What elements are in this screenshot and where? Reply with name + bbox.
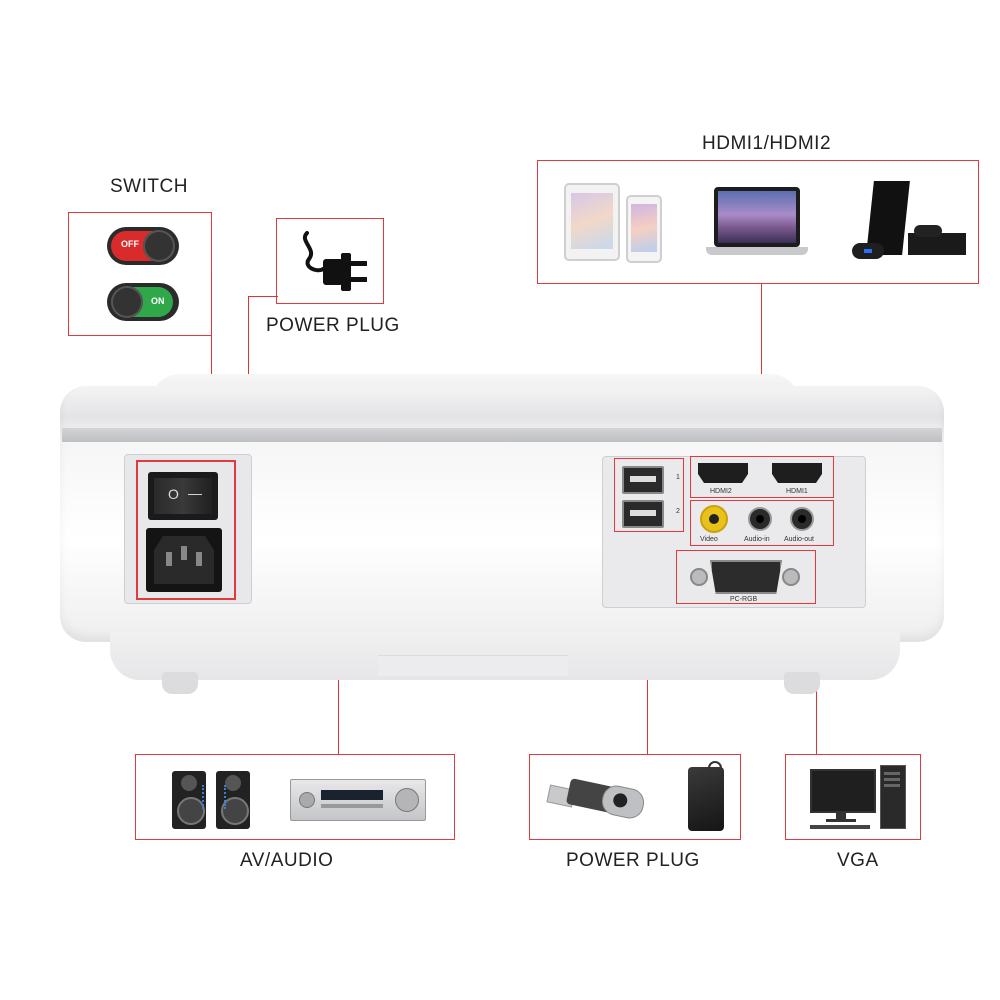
laptop-icon bbox=[706, 187, 808, 257]
hdmi-box bbox=[537, 160, 979, 284]
right-foot bbox=[784, 672, 820, 694]
power-plug-bottom-label: POWER PLUG bbox=[566, 850, 700, 871]
speakers-icon bbox=[172, 767, 256, 831]
usb-highlight bbox=[614, 458, 684, 532]
portable-drive-icon bbox=[688, 761, 724, 831]
switch-box: OFF ON bbox=[68, 212, 212, 336]
left-foot bbox=[162, 672, 198, 694]
pc-tower-icon bbox=[880, 765, 906, 829]
video-port-label: Video bbox=[700, 536, 718, 543]
phone-icon bbox=[626, 195, 662, 263]
power-plug-connector-line bbox=[248, 296, 278, 297]
switch-off-text: OFF bbox=[121, 239, 139, 249]
av-audio-label: AV/AUDIO bbox=[240, 850, 334, 871]
vga-label: VGA bbox=[837, 850, 879, 871]
usb-port-1-number: 1 bbox=[676, 474, 680, 481]
audio-out-port-label: Audio-out bbox=[784, 536, 814, 543]
projector-base-recess bbox=[378, 655, 568, 676]
hdmi2-port bbox=[698, 463, 748, 483]
tablet-icon bbox=[564, 183, 620, 261]
switch-on-toggle: ON bbox=[107, 283, 179, 321]
monitor-icon bbox=[810, 769, 876, 829]
usb-port-1 bbox=[622, 466, 664, 494]
vga-port bbox=[690, 560, 800, 594]
av-ports-highlight bbox=[690, 500, 834, 546]
power-plug-icon bbox=[303, 231, 367, 291]
projector-top-edge bbox=[62, 428, 942, 442]
power-socket bbox=[146, 528, 222, 592]
audio-out-port bbox=[790, 507, 814, 531]
power-panel-highlight bbox=[136, 460, 236, 600]
switch-on-text: ON bbox=[151, 296, 165, 306]
game-console-icon bbox=[850, 181, 970, 265]
rocker-switch: O — bbox=[148, 472, 218, 520]
av-receiver-icon bbox=[290, 779, 426, 821]
video-port bbox=[700, 505, 728, 533]
hdmi1-port-label: HDMI1 bbox=[786, 488, 808, 495]
rocker-off-mark: O bbox=[168, 486, 179, 502]
vga-port-label: PC-RGB bbox=[730, 596, 758, 603]
vga-box bbox=[785, 754, 921, 840]
hdmi1-port bbox=[772, 463, 822, 483]
usb-port-2 bbox=[622, 500, 664, 528]
vga-port-highlight bbox=[676, 550, 816, 604]
power-plug-top-box bbox=[276, 218, 384, 304]
hdmi-label: HDMI1/HDMI2 bbox=[702, 133, 832, 154]
usb-port-2-number: 2 bbox=[676, 508, 680, 515]
power-plug-bottom-box bbox=[529, 754, 741, 840]
switch-off-toggle: OFF bbox=[107, 227, 179, 265]
usb-stick-icon bbox=[546, 777, 648, 823]
audio-in-port bbox=[748, 507, 772, 531]
hdmi2-port-label: HDMI2 bbox=[710, 488, 732, 495]
power-plug-top-label: POWER PLUG bbox=[266, 315, 400, 336]
switch-label: SWITCH bbox=[110, 176, 188, 197]
hdmi-connector-line bbox=[761, 284, 762, 456]
hdmi-ports-highlight bbox=[690, 456, 834, 498]
audio-in-port-label: Audio-in bbox=[744, 536, 770, 543]
av-audio-box bbox=[135, 754, 455, 840]
rocker-on-mark: — bbox=[188, 485, 202, 501]
